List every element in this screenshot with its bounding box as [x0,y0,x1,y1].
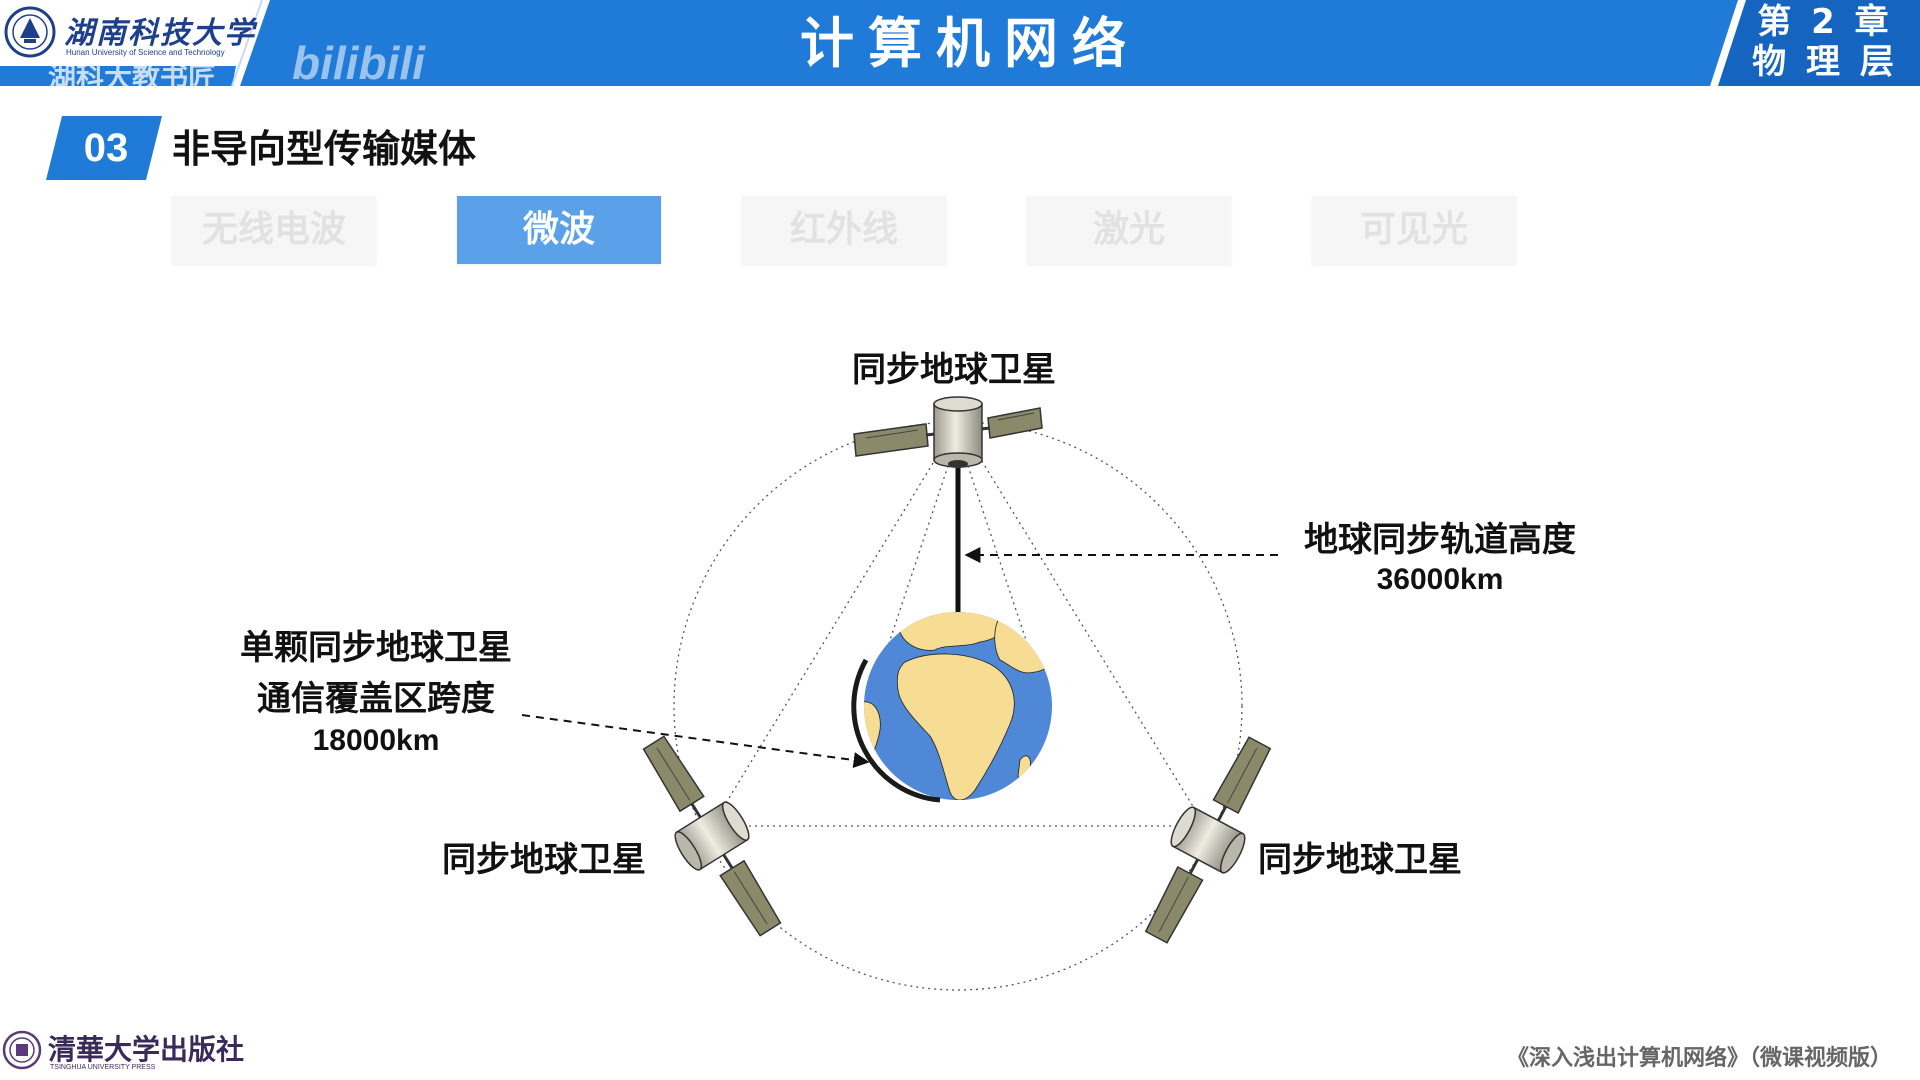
satellite-left-icon [642,735,782,937]
coverage-value: 18000km [312,724,440,757]
orbit-height-annotation: 地球同步轨道高度 36000km [1290,512,1590,597]
earth-icon [851,612,1052,803]
tab-infrared[interactable]: 红外线 [742,196,946,264]
coverage-label-line1: 单颗同步地球卫星 [240,628,512,668]
publisher-name-en: TSINGHUA UNIVERSITY PRESS [50,1064,156,1071]
publisher-logo: 清華大学出版社 TSINGHUA UNIVERSITY PRESS [2,1028,244,1076]
university-emblem-icon [4,6,56,58]
chapter-label: 第 2 章 物 理 层 [1740,2,1910,86]
tab-laser[interactable]: 激光 [1027,196,1231,264]
publisher-emblem-icon [2,1030,42,1070]
section-title: 非导向型传输媒体 [172,127,477,171]
coverage-pointer [521,714,870,768]
university-logo: 湖南科技大学 Hunan University of Science and T… [4,6,254,62]
university-name-cn: 湖南科技大学 [64,16,256,51]
label-satellite-right: 同步地球卫星 [1258,840,1462,880]
chapter-name: 物 理 层 [1752,42,1898,82]
label-satellite-left: 同步地球卫星 [442,840,646,880]
section-badge-shape [46,116,162,180]
book-title: 《深入浅出计算机网络》（微课视频版） [1506,1046,1892,1071]
satellite-right-icon [1144,736,1272,944]
orbit-height-value: 36000km [1376,563,1504,596]
section-badge: 03 [46,116,162,180]
coverage-annotation: 单颗同步地球卫星 通信覆盖区跨度 18000km [226,620,526,758]
bilibili-logo: bilibili [292,37,425,89]
orbit-circle [673,421,1243,991]
coverage-line-left [865,459,951,713]
header-background [0,0,1920,86]
tab-microwave[interactable]: 微波 [457,196,661,264]
university-name-en: Hunan University of Science and Technolo… [66,48,225,57]
publisher-name-cn: 清華大学出版社 [48,1033,245,1066]
section-number: 03 [83,126,129,170]
coverage-label-line2: 通信覆盖区跨度 [257,679,495,719]
chapter-number: 第 2 章 [1757,2,1893,42]
course-title: 计算机网络 [800,12,1140,75]
tab-visible-light[interactable]: 可见光 [1312,196,1516,264]
orbit-height-label: 地球同步轨道高度 [1304,520,1576,560]
channel-watermark: 湖科大教书匠 [48,61,217,94]
media-tabs: 无线电波 微波 红外线 激光 可见光 [172,196,1522,266]
tab-radio-wave[interactable]: 无线电波 [172,196,376,264]
header-bar: 湖南科技大学 Hunan University of Science and T… [0,0,1920,94]
satellite-top-icon [853,396,1043,468]
coverage-line-right [965,459,1051,713]
label-satellite-top: 同步地球卫星 [852,350,1056,390]
